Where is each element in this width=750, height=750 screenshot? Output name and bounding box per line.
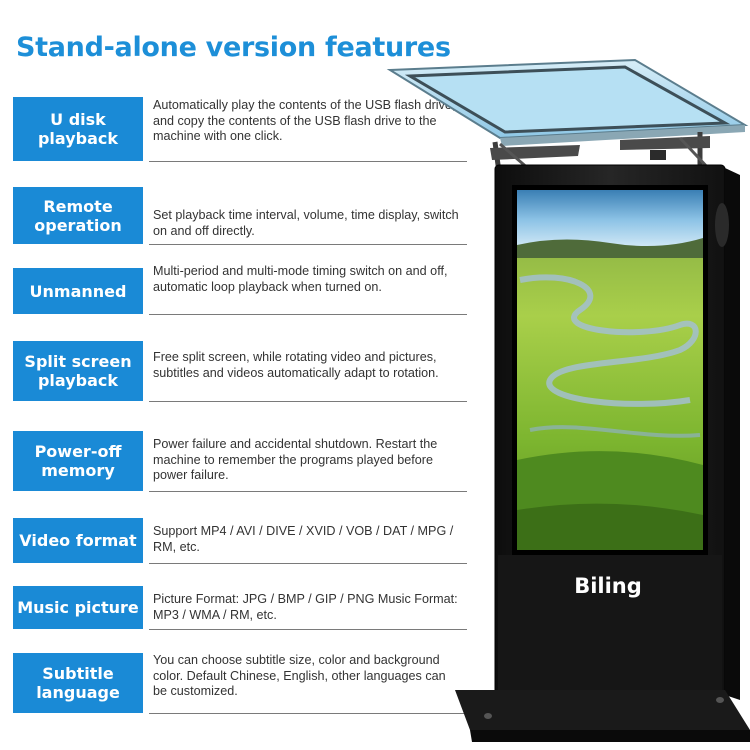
feature-description: Power failure and accidental shutdown. R… <box>153 437 438 482</box>
feature-label-badge: Power-off memory <box>13 431 143 491</box>
feature-description: Set playback time interval, volume, time… <box>153 208 459 238</box>
feature-label-badge: Unmanned <box>13 268 143 314</box>
brand-logo-text: Biling <box>574 574 642 598</box>
feature-label-badge: U disk playback <box>13 97 143 161</box>
feature-divider <box>149 401 467 402</box>
kiosk-brand-panel: Biling <box>498 555 722 695</box>
feature-label-badge: Split screen playback <box>13 341 143 401</box>
feature-label-badge: Music picture <box>13 586 143 629</box>
feature-label-badge: Video format <box>13 518 143 563</box>
feature-divider <box>149 314 467 315</box>
feature-description: Multi-period and multi-mode timing switc… <box>153 264 448 294</box>
feature-description: Support MP4 / AVI / DIVE / XVID / VOB / … <box>153 524 454 554</box>
kiosk-product-illustration: Biling <box>386 58 750 742</box>
feature-description: Automatically play the contents of the U… <box>153 98 456 143</box>
feature-divider <box>149 161 467 162</box>
kiosk-base <box>455 690 750 742</box>
feature-divider <box>149 244 467 245</box>
feature-label-badge: Remote operation <box>13 187 143 244</box>
page-title: Stand-alone version features <box>16 32 451 63</box>
feature-divider <box>149 491 467 492</box>
feature-label-badge: Subtitle language <box>13 653 143 713</box>
kiosk-canopy <box>386 58 749 181</box>
kiosk-screen <box>512 185 708 555</box>
feature-divider <box>149 713 467 714</box>
feature-description: You can choose subtitle size, color and … <box>153 653 446 698</box>
feature-description: Free split screen, while rotating video … <box>153 350 439 380</box>
feature-divider <box>149 563 467 564</box>
feature-divider <box>149 629 467 630</box>
feature-description: Picture Format: JPG / BMP / GIP / PNG Mu… <box>153 592 458 622</box>
